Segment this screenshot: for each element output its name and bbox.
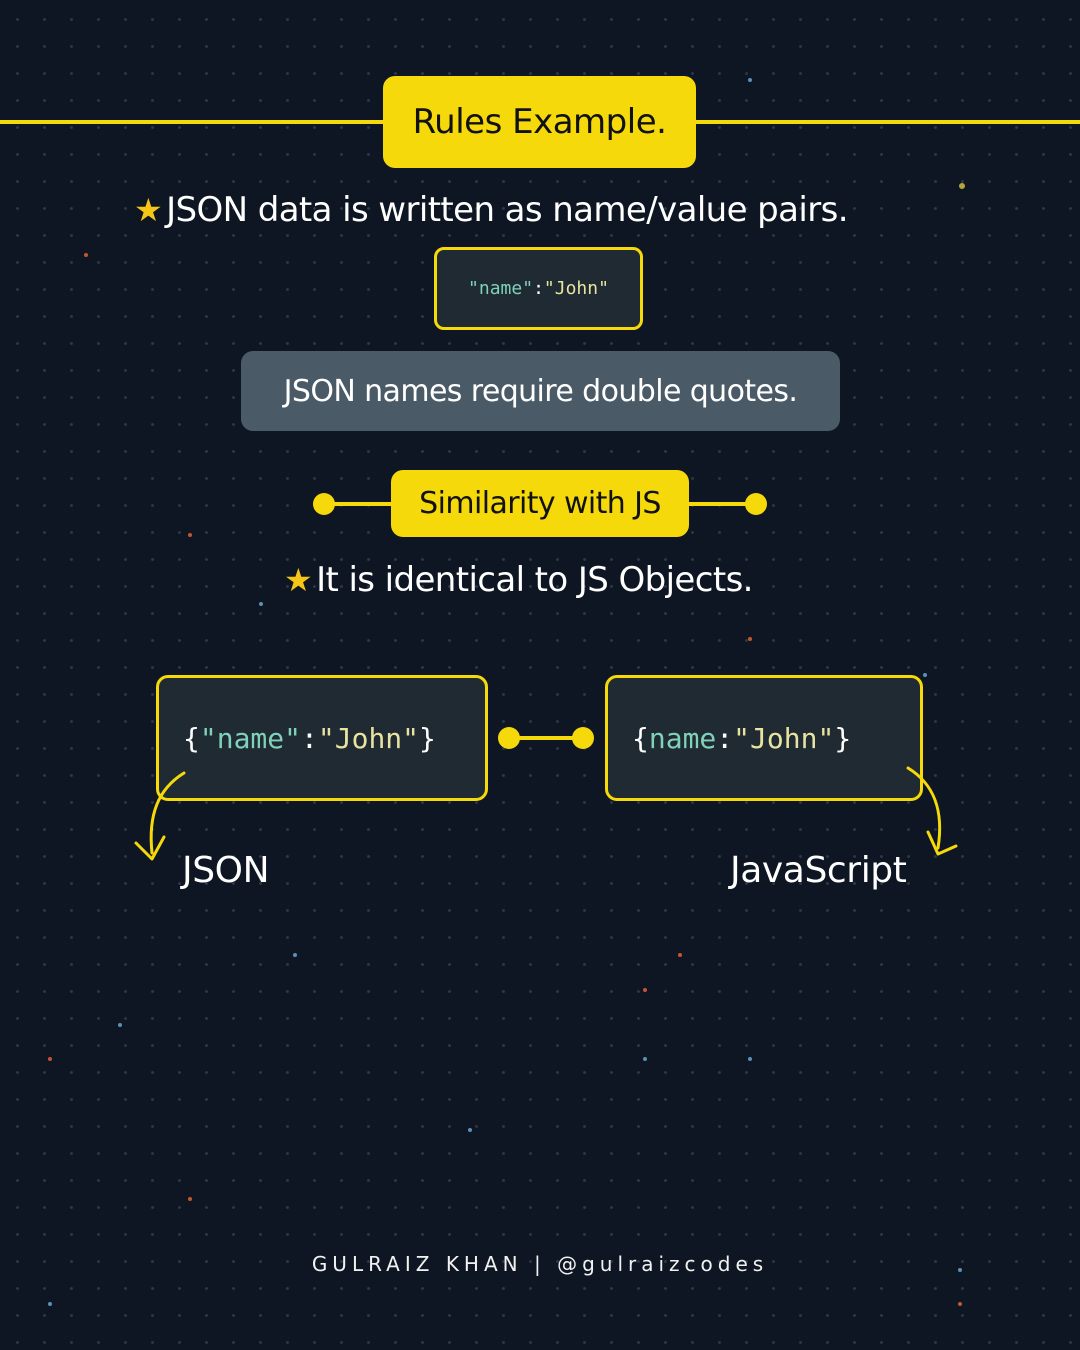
- header-line-left: [0, 120, 384, 124]
- code-key: "name": [199, 721, 302, 755]
- json-code-box: {"name":"John"}: [156, 675, 488, 801]
- rule-2-text: It is identical to JS Objects.: [316, 560, 753, 600]
- section-connector-right: [688, 502, 756, 506]
- connector-dot: [572, 727, 594, 749]
- decor-dot: [748, 78, 752, 82]
- code-value: "John": [733, 721, 835, 755]
- rule-2: ★It is identical to JS Objects.: [284, 560, 754, 600]
- note-box: JSON names require double quotes.: [241, 351, 840, 431]
- decor-dot: [48, 1302, 52, 1306]
- code-key: "name": [468, 278, 534, 299]
- footer-credit: GULRAIZ KHAN | @gulraizcodes: [311, 1252, 769, 1276]
- connector-dot: [313, 493, 335, 515]
- code-separator: :: [301, 721, 318, 755]
- decor-dot: [959, 183, 965, 189]
- code-value: "John": [543, 278, 609, 299]
- decor-dot: [468, 1128, 472, 1132]
- star-icon: ★: [134, 191, 163, 229]
- code-separator: :: [533, 278, 544, 299]
- decor-dot: [48, 1057, 52, 1061]
- decor-dot: [958, 1302, 962, 1306]
- decor-dot: [188, 1197, 192, 1201]
- code-example-small: "name":"John": [434, 247, 643, 330]
- decor-dot: [748, 1057, 752, 1061]
- decor-dot: [84, 253, 88, 257]
- decor-dot: [118, 1023, 122, 1027]
- decor-dot: [923, 673, 927, 677]
- brace-open: {: [632, 721, 649, 755]
- decor-dot: [748, 637, 752, 641]
- comparison-connector: [508, 736, 584, 740]
- js-code-box: {name:"John"}: [605, 675, 923, 801]
- javascript-label: JavaScript: [730, 850, 907, 891]
- brace-close: }: [834, 721, 852, 755]
- rule-1-text: JSON data is written as name/value pairs…: [166, 190, 848, 230]
- curved-arrow-icon: [906, 766, 958, 856]
- decor-dot: [958, 1268, 962, 1272]
- decor-dot: [643, 1057, 647, 1061]
- code-separator: :: [716, 721, 734, 755]
- page-title: Rules Example.: [383, 76, 696, 168]
- star-icon: ★: [284, 561, 313, 599]
- code-value: "John": [317, 721, 420, 755]
- decor-dot: [188, 533, 192, 537]
- code-key: name: [648, 721, 717, 755]
- decor-dot: [293, 953, 297, 957]
- json-label: JSON: [182, 850, 270, 891]
- decor-dot: [678, 953, 682, 957]
- connector-dot: [498, 727, 520, 749]
- brace-open: {: [183, 721, 200, 755]
- section-connector-left: [324, 502, 392, 506]
- brace-close: }: [419, 721, 436, 755]
- connector-dot: [745, 493, 767, 515]
- rule-1: ★JSON data is written as name/value pair…: [134, 190, 849, 230]
- decor-dot: [259, 602, 263, 606]
- header-line-right: [695, 120, 1080, 124]
- decor-dot: [643, 988, 647, 992]
- curved-arrow-icon: [134, 771, 186, 861]
- section-title: Similarity with JS: [391, 470, 689, 537]
